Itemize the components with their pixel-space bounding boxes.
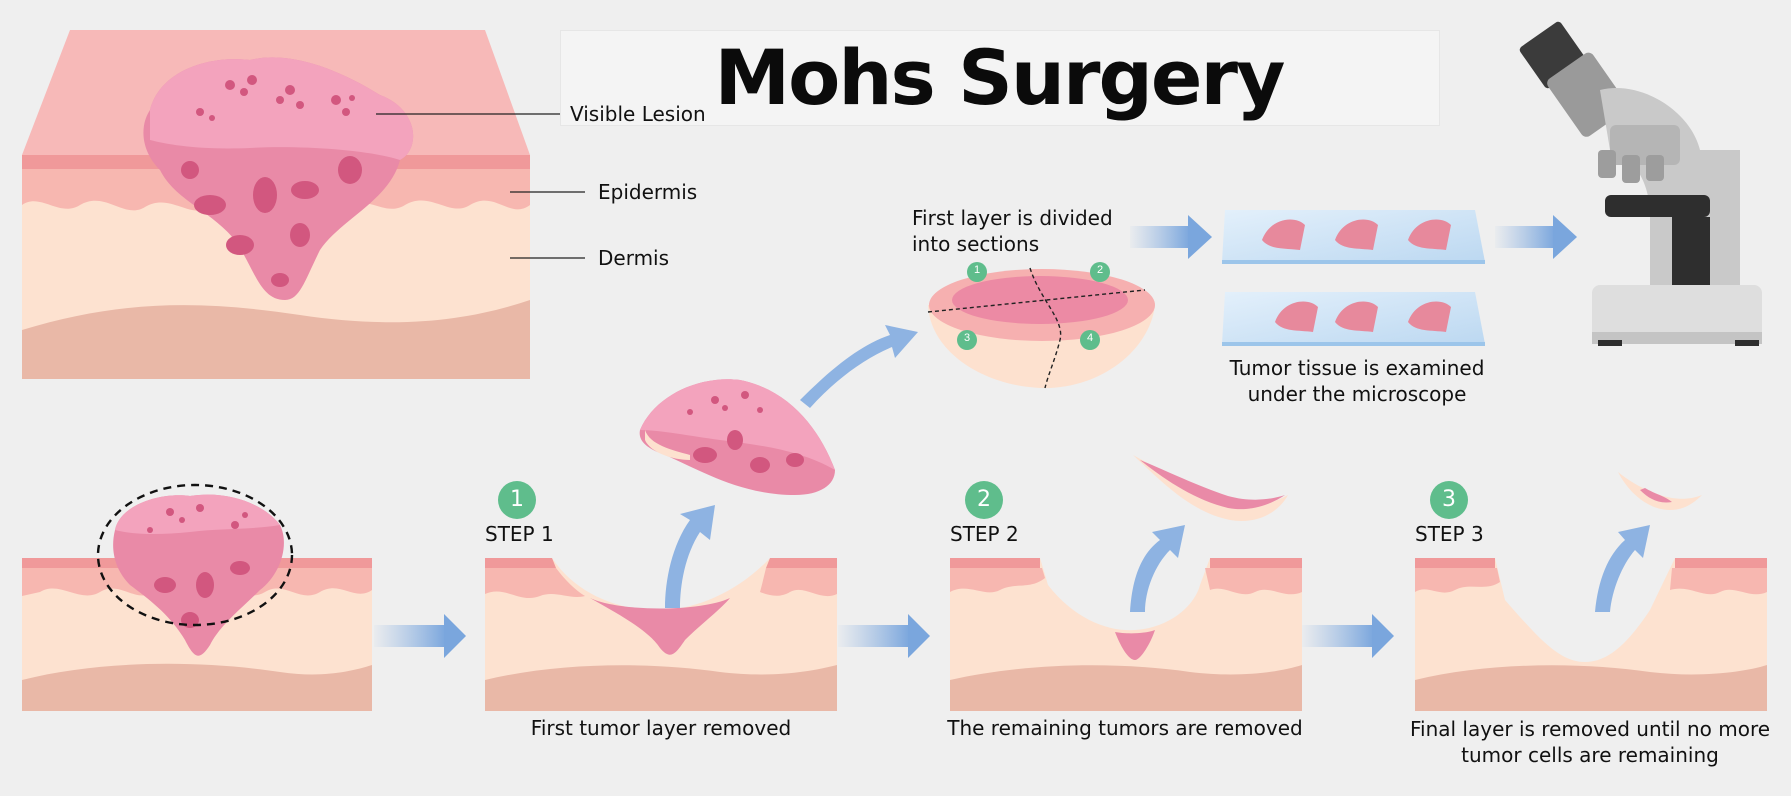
microscope-slide-top <box>1222 210 1485 264</box>
removed-layer-step2 <box>1133 455 1288 521</box>
arrow-to-bowl <box>800 325 918 408</box>
arrow-step1-to-step2 <box>838 614 930 658</box>
arrow-to-microscope <box>1495 215 1577 259</box>
arrow-step2-up <box>1130 525 1185 612</box>
section-number-4: 4 <box>1083 332 1097 344</box>
step3-label: STEP 3 <box>1415 522 1484 546</box>
arrow-step2-to-step3 <box>1302 614 1394 658</box>
arrow-step1-up <box>665 505 715 608</box>
step3-caption: Final layer is removed until no more tum… <box>1400 716 1780 768</box>
removed-layer-step3 <box>1618 472 1702 510</box>
section-number-3: 3 <box>960 332 974 344</box>
bottom-skin-block-step3 <box>1415 558 1767 711</box>
arrow-step3-up <box>1595 525 1650 612</box>
microscope-slide-bottom <box>1222 292 1485 346</box>
bottom-skin-block-step1 <box>485 558 837 711</box>
arrow-block-to-step1 <box>374 614 466 658</box>
step3-badge: 3 <box>1430 481 1468 519</box>
microscope-illustration <box>1518 20 1762 346</box>
bottom-skin-block-initial <box>22 485 372 711</box>
skin-block-main <box>22 30 530 379</box>
label-epidermis: Epidermis <box>598 180 697 204</box>
step2-label: STEP 2 <box>950 522 1019 546</box>
section-number-2: 2 <box>1093 264 1107 276</box>
label-first-layer-divided: First layer is divided into sections <box>912 205 1132 257</box>
step1-label: STEP 1 <box>485 522 554 546</box>
step1-badge: 1 <box>498 481 536 519</box>
step2-caption: The remaining tumors are removed <box>935 716 1315 740</box>
sectioned-tissue-bowl <box>928 268 1155 388</box>
arrow-to-slides <box>1130 215 1212 259</box>
step1-caption: First tumor layer removed <box>485 716 837 740</box>
step2-badge: 2 <box>965 481 1003 519</box>
label-dermis: Dermis <box>598 246 669 270</box>
label-tissue-examined: Tumor tissue is examined under the micro… <box>1212 355 1502 407</box>
bottom-skin-block-step2 <box>950 558 1302 711</box>
label-visible-lesion: Visible Lesion <box>570 102 706 126</box>
section-number-1: 1 <box>970 264 984 276</box>
